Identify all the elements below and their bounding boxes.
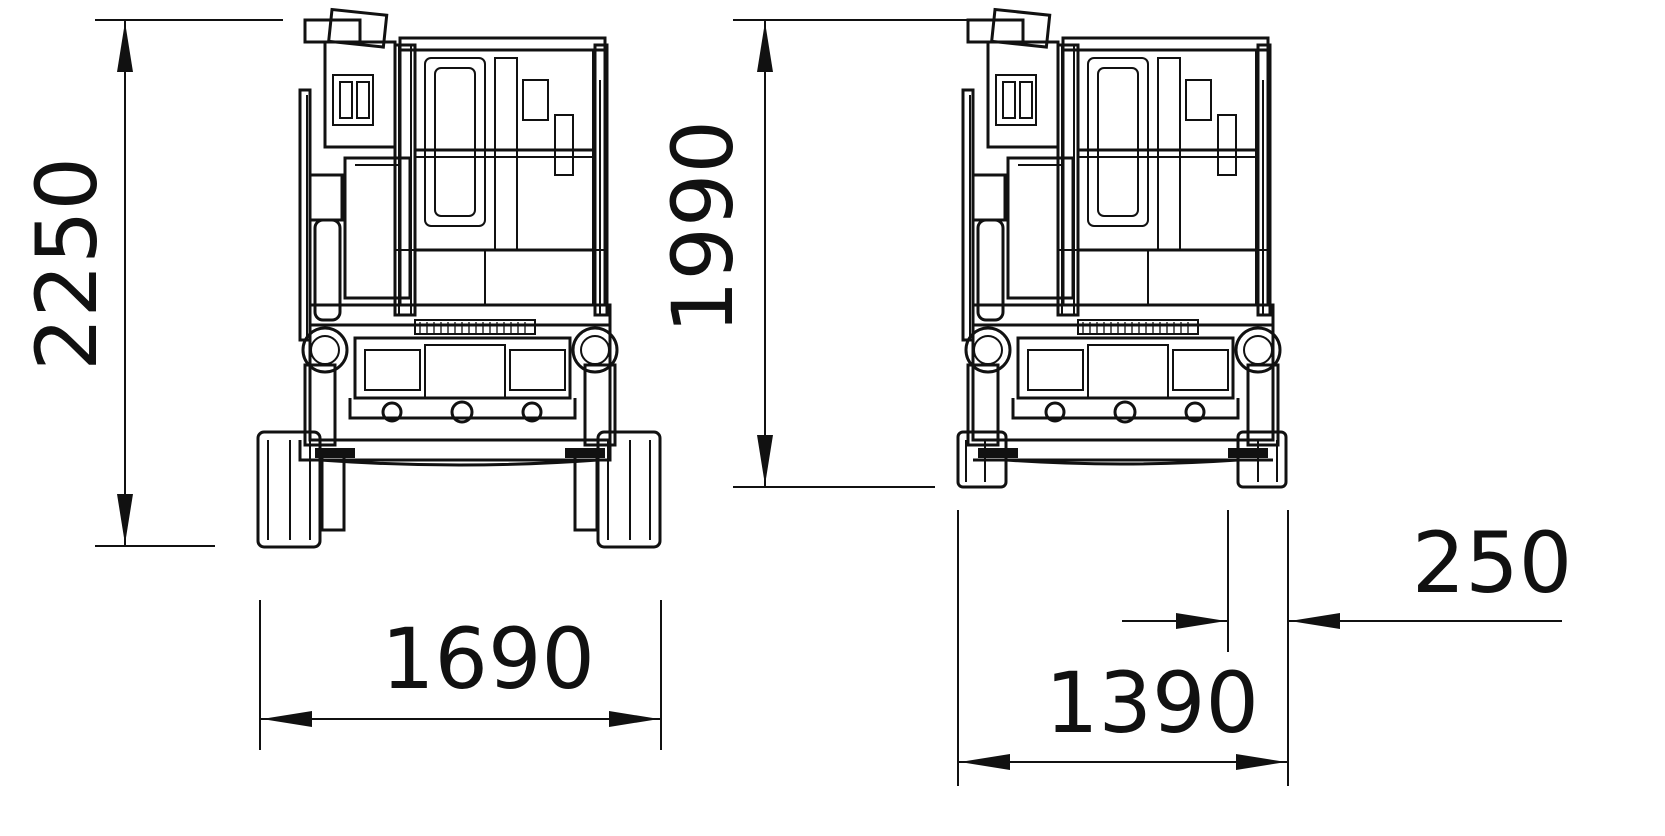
dim-overall-height: 2250 [18,19,283,547]
left-track-retracted [956,430,1008,489]
dim-width-extended: 1690 [259,600,662,750]
width-retracted-label: 1390 [1045,654,1259,752]
dim-track-extension: 250 [1122,510,1572,652]
stowed-height-label: 1990 [654,120,752,334]
overall-height-label: 2250 [18,157,116,371]
dim-stowed-height: 1990 [654,19,968,488]
machine-extended-view [256,7,662,549]
right-track-retracted [1236,430,1288,489]
dim-width-retracted: 1390 [957,510,1289,786]
width-extended-label: 1690 [381,610,595,708]
left-track [256,430,322,549]
machine-retracted-view [956,7,1288,489]
track-extension-label: 250 [1412,514,1572,612]
